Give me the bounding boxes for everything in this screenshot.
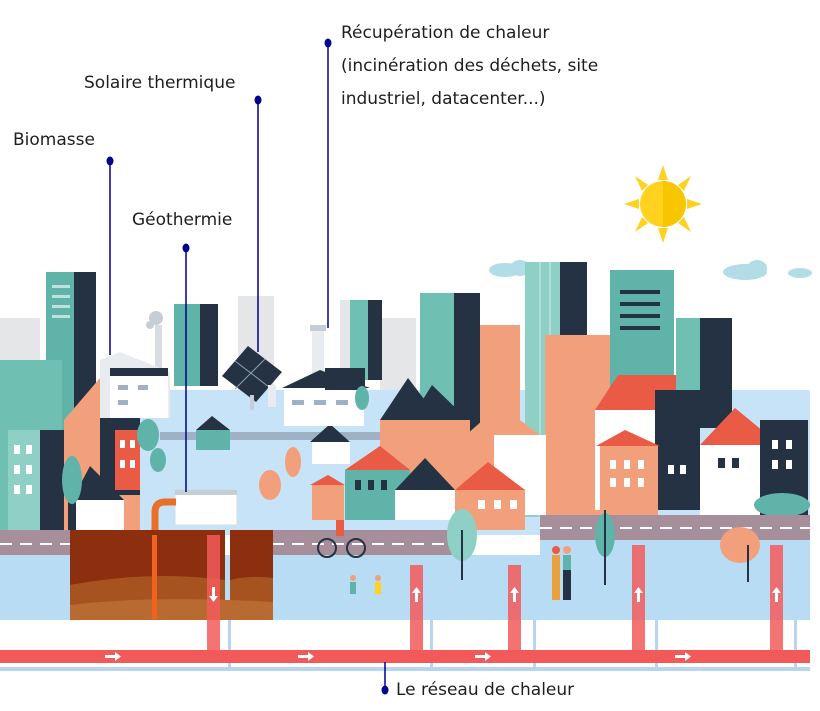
cyclist-icon [317,512,366,558]
solar-panel [222,346,282,410]
label-recuperation: Récupération de chaleur (incinération de… [341,17,598,116]
label-reseau: Le réseau de chaleur [396,680,575,700]
label-recuperation-line3: industriel, datacenter...) [341,89,546,109]
flow-arrows [105,587,781,661]
biomass-plant [100,311,170,418]
buildings-center [160,300,382,464]
label-geothermie: Géothermie [132,210,233,230]
label-biomasse: Biomasse [13,130,95,150]
runners-icon [350,575,381,594]
label-recuperation-line2: (incinération des déchets, site [341,56,599,76]
callout-lines [106,38,389,695]
buildings-left [0,272,166,530]
sun-icon [624,165,702,243]
buildings-right [259,262,810,530]
label-solaire: Solaire thermique [84,73,236,93]
geothermal-station [151,489,238,530]
people-icon [552,546,571,600]
street-details [317,509,760,600]
heat-recovery-plant [282,325,370,426]
heat-network-pipes [0,535,810,671]
road [0,515,810,558]
geothermal-soil [70,530,273,620]
label-recuperation-line1: Récupération de chaleur [341,23,550,43]
